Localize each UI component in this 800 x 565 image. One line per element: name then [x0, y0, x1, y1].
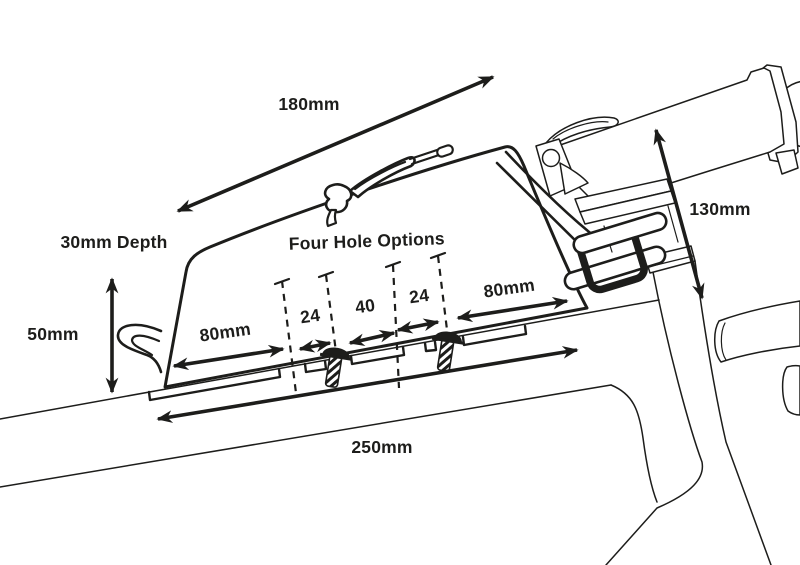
zipper-cord-knot-tail	[326, 208, 338, 228]
bag-front-tab-loop-inner	[130, 334, 161, 357]
hole-guide-tick-3	[384, 260, 402, 269]
arrow-rear-hole-offset-80mm	[456, 296, 569, 323]
stem-top-cap-inner-line	[552, 121, 609, 140]
label-hole-spacing-right: 24	[408, 285, 431, 308]
stem-lever-flag	[559, 162, 589, 195]
head-tube-left-edge	[605, 271, 704, 565]
brake-hood-upper	[714, 300, 800, 363]
rail-bracket-segment-4	[423, 340, 438, 353]
bolt-head-brim	[431, 336, 464, 345]
label-hole-spacing-left: 24	[299, 305, 322, 328]
bolt-head	[434, 331, 462, 343]
bag-front-tab-loop-outer	[116, 323, 163, 374]
top-tube-lower-line	[0, 384, 612, 488]
dimension-arrows	[105, 75, 705, 423]
label-side-height: 50mm	[27, 324, 78, 344]
label-depth: 30mm Depth	[60, 232, 167, 252]
tube-junction-line	[610, 384, 658, 503]
hole-guide-line-4	[436, 255, 450, 339]
hole-guide-tick-4	[429, 251, 447, 260]
hole-guide-tick-2	[317, 270, 335, 279]
brake-hood-lower	[781, 364, 800, 416]
hole-guide-tick-1	[273, 277, 291, 286]
label-head-tube-height: 130mm	[689, 199, 750, 219]
stem-top-cap-lever	[545, 116, 619, 147]
rail-bracket-segment-5	[461, 324, 528, 347]
label-top-length: 180mm	[278, 94, 339, 114]
bolt-shaft	[436, 338, 455, 372]
label-hole-spacing-center: 40	[354, 295, 377, 318]
brake-hood-upper-cap-line	[720, 322, 727, 361]
dimension-labels: 180mm 30mm Depth 50mm 80mm Four Hole Opt…	[27, 94, 750, 457]
head-tube-right-edge-fork	[694, 260, 772, 565]
arrow-hole-spacing-40	[348, 329, 396, 347]
label-base-length: 250mm	[351, 437, 412, 457]
arrow-top-length-180mm	[176, 75, 495, 213]
stem-faceplate-foot	[775, 149, 799, 175]
arrow-hole-spacing-24-right	[396, 318, 440, 334]
stem-lever-pivot	[541, 148, 561, 168]
arrow-head-tube-height-130mm	[653, 128, 705, 300]
arrow-base-length-250mm	[156, 346, 579, 423]
zipper-cord-toggle	[436, 144, 454, 158]
